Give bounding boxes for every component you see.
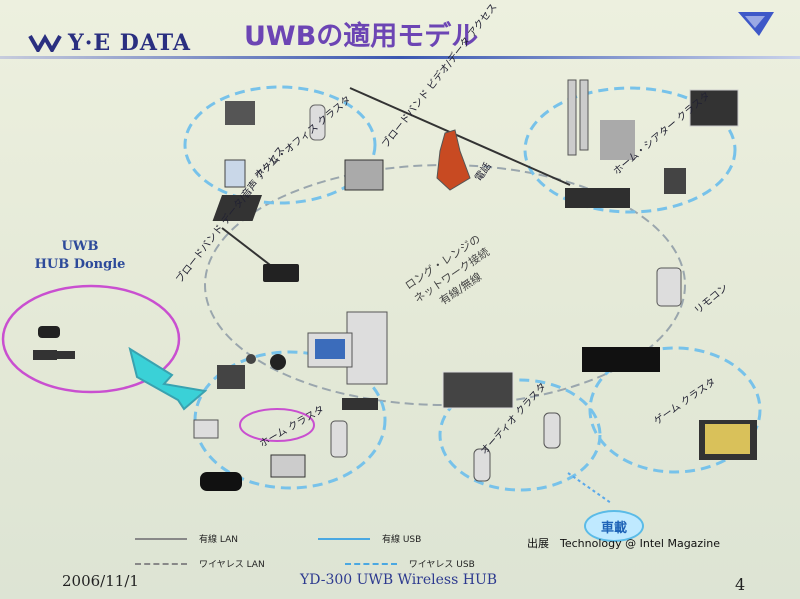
legend: 有線 LAN 有線 USB ワイヤレス LAN ワイヤレス USB bbox=[135, 532, 475, 570]
legend-wireless-usb: ワイヤレス USB bbox=[409, 557, 475, 570]
legend-wired-lan: 有線 LAN bbox=[199, 532, 238, 545]
legend-wired-usb: 有線 USB bbox=[382, 532, 421, 545]
page-number: 4 bbox=[735, 575, 745, 594]
source-credit: 出展 Technology @ Intel Magazine bbox=[527, 535, 720, 551]
footer-date: 2006/11/1 bbox=[62, 572, 139, 590]
footer-product: YD-300 UWB Wireless HUB bbox=[300, 572, 497, 588]
hub-label-line-1: UWB bbox=[30, 238, 130, 256]
legend-wireless-lan: ワイヤレス LAN bbox=[199, 557, 265, 570]
hub-label-line-2: HUB Dongle bbox=[30, 256, 130, 274]
hub-dongle-label: UWB HUB Dongle bbox=[30, 238, 130, 274]
